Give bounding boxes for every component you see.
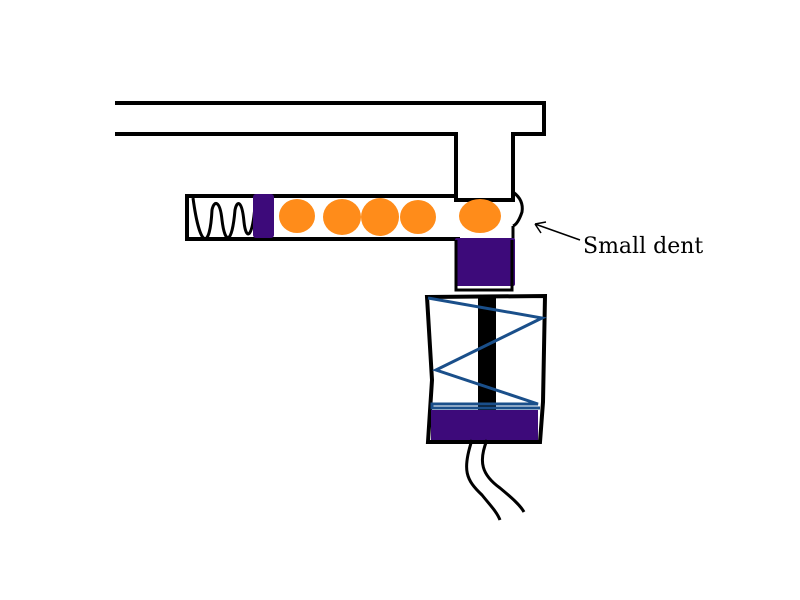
channel-spring bbox=[191, 197, 257, 241]
annotation-arrow bbox=[534, 221, 581, 241]
ball bbox=[361, 198, 399, 236]
wire-right bbox=[480, 439, 526, 513]
ball-channel bbox=[185, 194, 460, 241]
small-dent bbox=[512, 190, 524, 228]
plunger-rod bbox=[478, 298, 496, 410]
coil-spring bbox=[427, 296, 547, 410]
solenoid-housing bbox=[424, 293, 548, 444]
channel-pusher bbox=[253, 194, 274, 238]
ball bbox=[459, 199, 501, 233]
wire-left bbox=[465, 439, 502, 521]
plunger-outline bbox=[454, 240, 514, 292]
ball bbox=[323, 199, 361, 235]
upper-rail bbox=[115, 101, 546, 202]
annotation-label: Small dent bbox=[583, 234, 704, 259]
ball bbox=[400, 200, 436, 234]
ball bbox=[279, 199, 315, 233]
solenoid-base bbox=[431, 410, 538, 440]
plunger-head bbox=[455, 238, 515, 286]
